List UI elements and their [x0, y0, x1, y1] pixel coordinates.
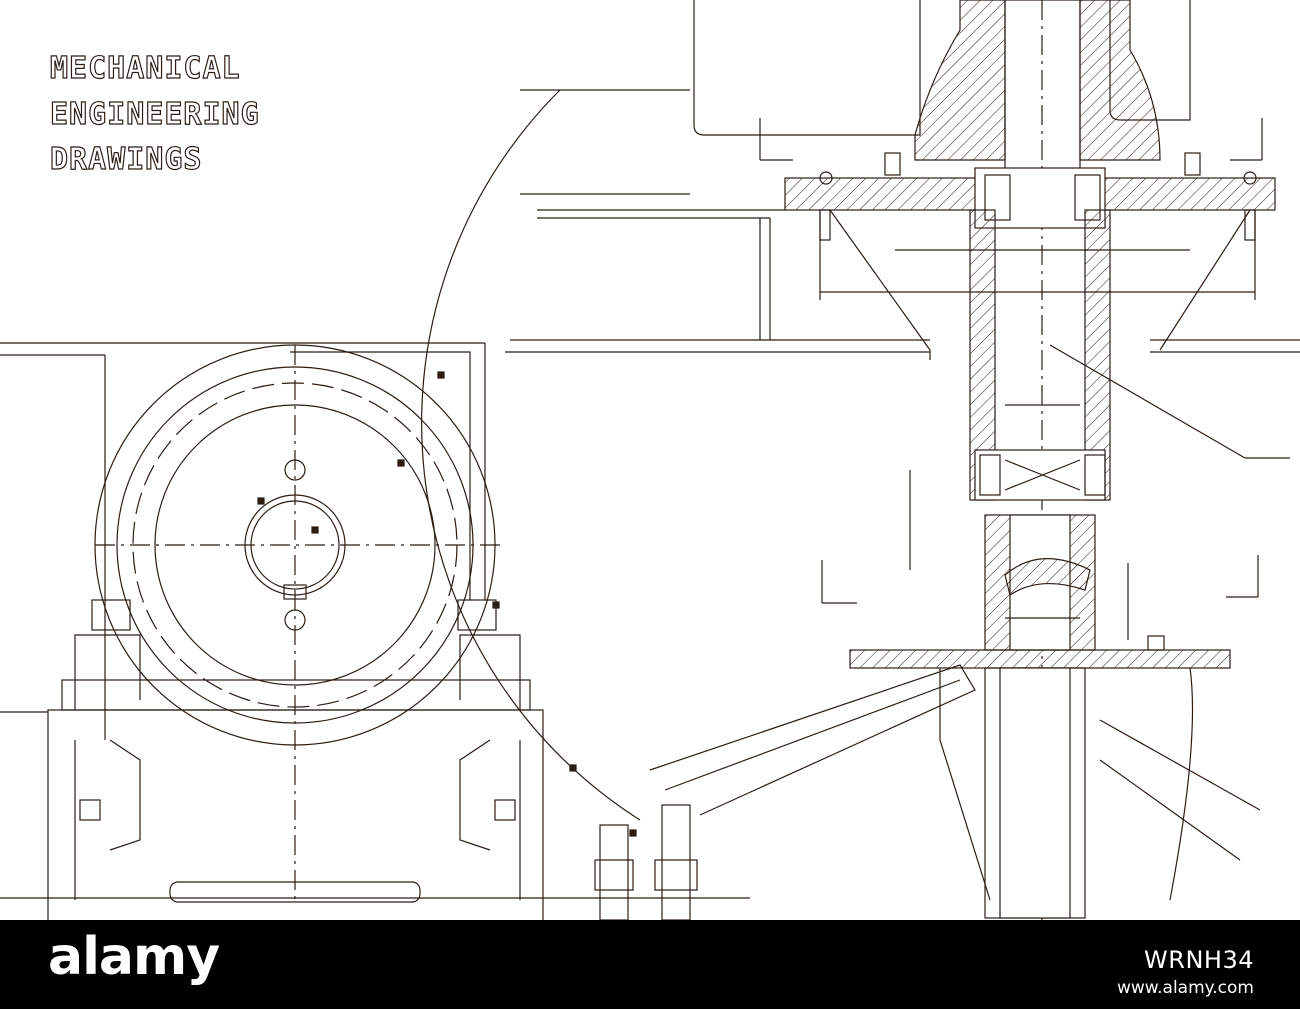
shaft-icon [244, 494, 346, 596]
bearing-icon [91, 599, 131, 631]
large-arc [421, 89, 641, 821]
footer-bar [0, 920, 1300, 1009]
upper-housing [693, 0, 921, 136]
image-id-label: WRNH34 [1144, 946, 1254, 974]
headline-line-3: DRAWINGS [49, 142, 203, 177]
mechanical-drawing-svg [0, 0, 1300, 920]
pillow-block [74, 634, 521, 710]
brand-logo[interactable]: alamy [48, 927, 220, 987]
hatched-cone [914, 0, 1006, 161]
headline-line-2: ENGINEERING [49, 97, 260, 132]
site-url-link[interactable]: www.alamy.com [1116, 978, 1254, 998]
lower-bearing [974, 449, 1106, 501]
inclined-pipe [649, 664, 976, 816]
headline-line-1: MECHANICAL [49, 51, 241, 86]
blueprint-drawing [0, 0, 1300, 920]
lower-flange [849, 649, 1231, 669]
bolt-icon [884, 152, 901, 176]
